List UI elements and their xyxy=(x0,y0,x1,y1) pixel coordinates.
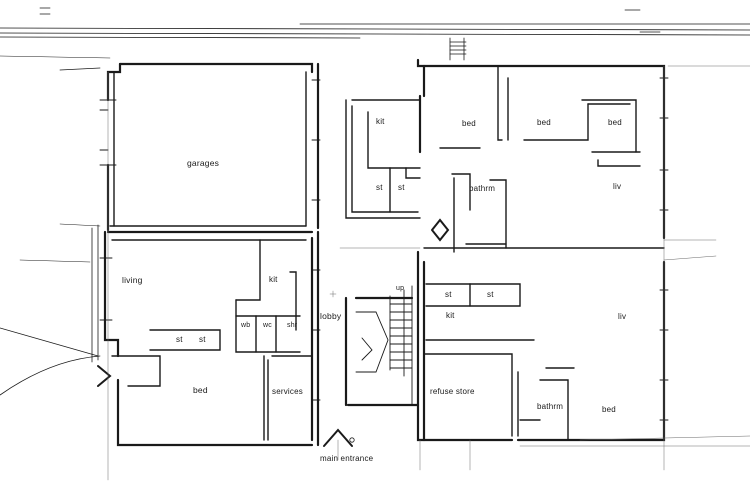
label-lobby: lobby xyxy=(320,311,342,321)
label-st-top-2: st xyxy=(398,183,405,192)
plan-linework xyxy=(0,7,750,481)
label-bed-top-left: bed xyxy=(462,119,476,128)
label-refuse-store: refuse store xyxy=(430,387,475,396)
label-up: up xyxy=(396,285,405,292)
label-st-left-1: st xyxy=(176,335,183,344)
entrance-marker-circle xyxy=(349,437,355,443)
label-bed-left: bed xyxy=(193,385,208,395)
street-lines xyxy=(0,7,750,263)
external-stair xyxy=(449,37,467,61)
construction-lines xyxy=(107,65,750,481)
label-wb: wb xyxy=(241,322,251,329)
label-liv-right: liv xyxy=(618,312,627,321)
label-bed-right: bed xyxy=(602,405,616,414)
entrance-chevrons xyxy=(97,218,450,447)
inner-partitions xyxy=(109,65,665,441)
window-marks xyxy=(99,77,669,421)
label-garages: garages xyxy=(187,158,220,168)
label-bathrm-right: bathrm xyxy=(537,402,564,411)
label-bathrm-top: bathrm xyxy=(469,184,496,193)
label-st-top-1: st xyxy=(376,183,383,192)
label-living: living xyxy=(122,275,143,285)
label-services: services xyxy=(272,387,303,396)
approach-path xyxy=(0,224,101,396)
label-kit-left: kit xyxy=(269,275,278,284)
label-main-entrance: main entrance xyxy=(320,454,374,463)
label-st-right-1: st xyxy=(445,290,452,299)
label-shr: shr xyxy=(287,322,298,329)
internal-stair xyxy=(355,285,413,405)
label-kit-top: kit xyxy=(376,117,385,126)
label-st-right-2: st xyxy=(487,290,494,299)
label-wc: wc xyxy=(263,322,272,329)
label-liv-top: liv xyxy=(613,182,622,191)
label-kit-right: kit xyxy=(446,311,455,320)
label-bed-top-right: bed xyxy=(608,118,622,127)
label-bed-top-mid: bed xyxy=(537,118,551,127)
label-st-left-2: st xyxy=(199,335,206,344)
